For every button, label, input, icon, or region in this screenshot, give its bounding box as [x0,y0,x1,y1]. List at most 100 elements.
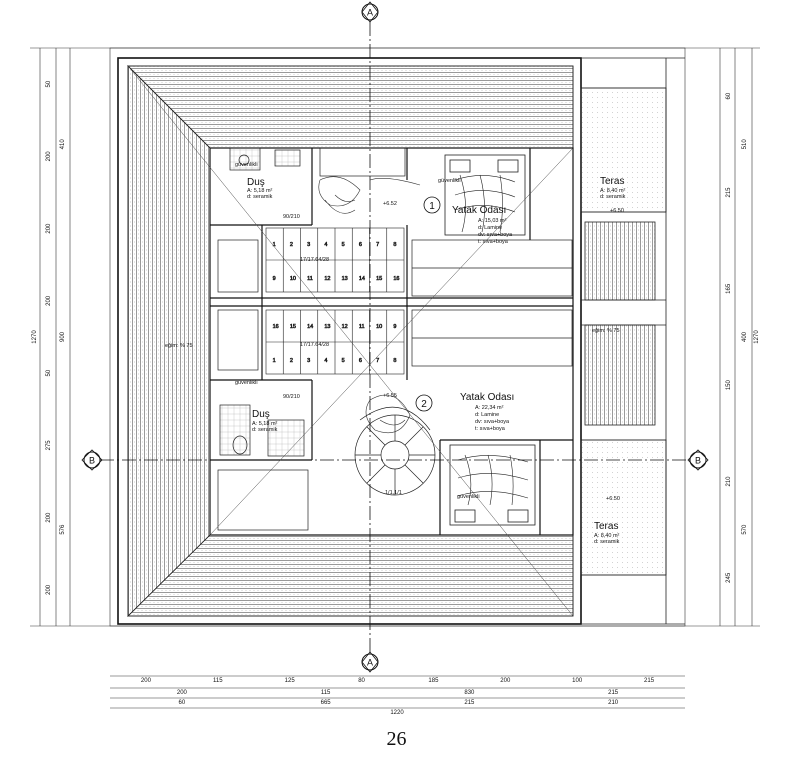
slope-label: eğim: % 75 [592,328,620,334]
dimension-value: 50 [46,369,52,376]
dimension-value: 830 [464,690,475,696]
dimension-value: 50 [46,80,52,87]
stair-label: 17/17.64/28 [300,342,329,348]
guvenlik-label: güvenlikli [438,178,461,184]
section-marker-a-bottom: A [361,651,379,673]
bed-2 [449,444,536,526]
room-wall: dv: sıva+boya [478,232,513,238]
room-floor: d: Lamine [478,225,502,231]
slope-label: eğim: % 75 [165,343,193,349]
stair-step-number: 13 [342,276,348,282]
stair-step-number: 11 [359,324,365,330]
dimension-value: 165 [726,283,732,294]
stair-step-number: 1 [273,358,276,364]
dimension-value: 576 [60,524,66,535]
dimension-value: 900 [60,331,66,342]
stair-step-number: 7 [376,242,379,248]
stair-step-number: 14 [307,324,313,330]
stair-step-number: 14 [359,276,365,282]
bed-1 [444,154,526,236]
stair-step-number: 2 [290,242,293,248]
stair-step-number: 9 [393,324,396,330]
terraces [580,87,667,576]
room-label-teras-bot: Teras A: 8,40 m² d: seramik +6.50 [594,496,620,545]
stair-step-number: 7 [376,358,379,364]
room-number-2: 2 [415,394,433,412]
room-area: A: 15,03 m² [478,218,507,224]
dimension-value: 60 [726,92,732,99]
stair-step-number: 10 [290,276,296,282]
stair-step-number: 8 [393,242,396,248]
room-name: Teras [594,521,618,532]
dimension-value: 410 [60,139,66,150]
dimension-value: 80 [358,678,365,684]
dimension-value: 215 [726,187,732,198]
dimension-value: 215 [464,700,475,706]
section-marker-a-top: A [361,1,379,23]
dimension-value: 125 [285,678,296,684]
room-level: +6.50 [610,208,624,214]
stair-step-number: 4 [324,242,327,248]
stair-step-number: 15 [290,324,296,330]
dimension-value: 200 [46,584,52,595]
dimension-value: 245 [726,572,732,583]
stair-step-number: 6 [359,358,362,364]
room-label-dus-mid: Duş A: 5,18 m² d: seramik [252,409,278,433]
stair-label: 17/17.64/28 [300,257,329,263]
stair-step-number: 11 [307,276,313,282]
dimension-value: 210 [608,700,619,706]
stair-step-number: 5 [342,242,345,248]
room-name: Duş [247,177,265,188]
stair-step-number: 16 [393,276,399,282]
room-name: Yatak Odası [452,205,506,216]
room-label-dus-top: Duş A: 5,18 m² d: seramik [247,177,273,200]
room-level: +6.50 [606,496,620,502]
dimension-value: 200 [46,295,52,306]
room-area: A: 22,34 m² [475,405,504,411]
stair-step-number: 6 [359,242,362,248]
dimension-value: 510 [742,139,748,150]
stair-step-number: 2 [290,358,293,364]
section-marker-b-left: B [81,449,103,471]
interior-walls [209,147,574,536]
dimension-value: 200 [46,512,52,523]
room-floor: d: seramik [600,194,626,200]
dimension-value: 1270 [754,330,760,344]
plant-marks [318,176,421,434]
room-floor: d: seramik [252,427,278,433]
section-label: B [89,456,95,466]
room-area: A: 5,18 m² [247,188,273,194]
stair-step-number: 16 [273,324,279,330]
stair-step-number: 15 [376,276,382,282]
room-label-teras-top: Teras A: 8,40 m² d: seramik +6.50 [600,176,626,214]
room-name: Duş [252,409,270,420]
room-number-text: 1 [429,201,435,212]
spiral-stair [354,406,436,496]
dimension-value: 200 [500,678,511,684]
stair-step-number: 12 [324,276,330,282]
building-outline [117,57,582,625]
section-marker-b-right: B [687,449,709,471]
stair-step-number: 10 [376,324,382,330]
room-wall: dv: sıva+boya [475,419,510,425]
section-label: A [367,8,373,18]
wardrobes [217,147,573,531]
room-floor: d: Lamine [475,412,499,418]
door-label: 90/210 [283,214,300,220]
room-floor: d: seramik [594,539,620,545]
stair-step-number: 9 [273,276,276,282]
stair-step-number: 13 [324,324,330,330]
room-number-1: 1 [423,196,441,214]
room-area: A: 8,40 m² [594,533,620,539]
stair-step-number: 4 [324,358,327,364]
dimension-value: 200 [141,678,152,684]
room-label-yatak-2: Yatak Odası A: 22,34 m² d: Lamine dv: sı… [460,392,514,432]
room-ceiling: t: sıva+boya [475,426,506,432]
stair-step-number: 1 [273,242,276,248]
roof-areas [127,65,656,617]
dimension-value: 665 [321,700,332,706]
room-floor: d: seramik [247,194,273,200]
